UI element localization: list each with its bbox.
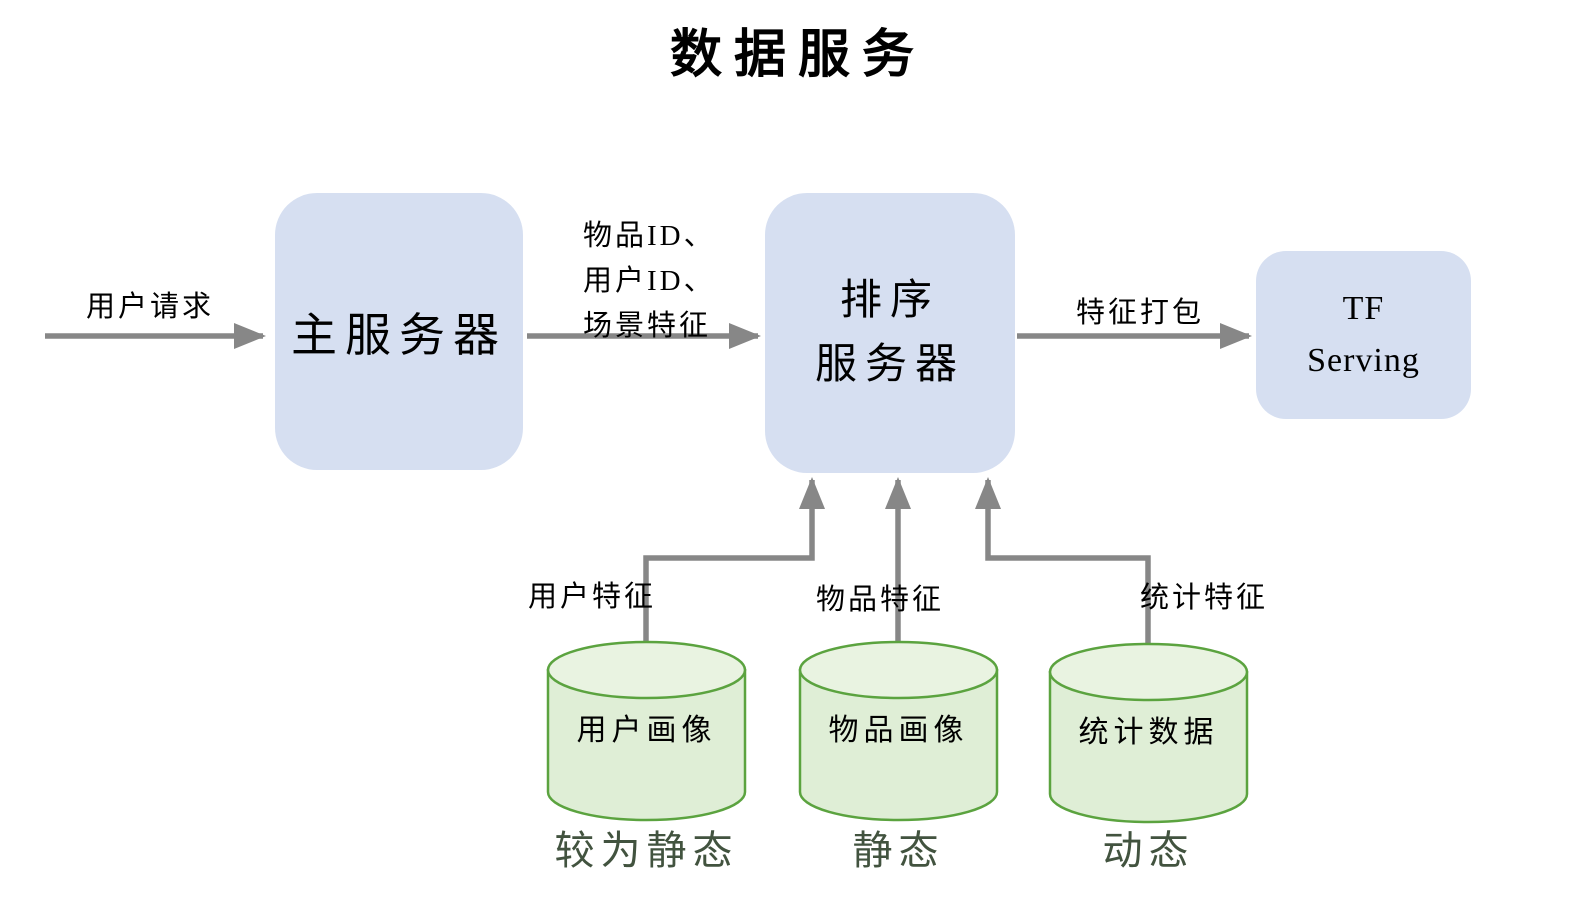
label-item-features: 物品特征 bbox=[816, 584, 945, 616]
label-user-request: 用户请求 bbox=[86, 291, 215, 323]
label-stat-features: 统计特征 bbox=[1140, 582, 1269, 614]
db-caption: 较为静态 bbox=[554, 828, 739, 873]
db-caption: 静态 bbox=[852, 828, 945, 873]
db-caption: 动态 bbox=[1102, 828, 1195, 873]
arrow-stats-to-rank bbox=[975, 477, 1151, 644]
node-tf-serving-label-line2: Serving bbox=[1307, 342, 1420, 379]
node-rank-server: 排序 服务器 bbox=[765, 193, 1015, 473]
label-request-features-line1: 物品ID、 bbox=[583, 220, 716, 252]
label-feature-pack: 特征打包 bbox=[1076, 297, 1205, 329]
db-stats: 统计数据 bbox=[1048, 641, 1249, 825]
node-rank-server-label-line1: 排序 bbox=[839, 278, 940, 324]
node-tf-serving-label-line1: TF bbox=[1342, 290, 1385, 327]
db-item-profile-label: 物品画像 bbox=[828, 714, 969, 747]
database-cylinder-icon bbox=[798, 640, 999, 822]
db-item-profile: 物品画像 bbox=[798, 639, 999, 823]
label-request-features: 物品ID、 用户ID、 场景特征 bbox=[583, 214, 716, 349]
node-tf-serving: TF Serving bbox=[1256, 251, 1471, 419]
db-user-profile: 用户画像 bbox=[546, 639, 747, 823]
diagram-title: 数据服务 bbox=[669, 27, 926, 84]
database-cylinder-icon bbox=[1048, 642, 1249, 824]
node-main-server-label: 主服务器 bbox=[291, 309, 507, 361]
database-cylinder-icon bbox=[546, 640, 747, 822]
node-rank-server-label-line2: 服务器 bbox=[814, 342, 965, 388]
label-user-features: 用户特征 bbox=[528, 581, 657, 613]
label-request-features-line3: 场景特征 bbox=[583, 310, 712, 342]
arrow-user-profile-to-rank bbox=[643, 477, 825, 642]
db-stats-label: 统计数据 bbox=[1078, 716, 1219, 749]
node-main-server: 主服务器 bbox=[275, 193, 523, 470]
db-user-profile-label: 用户画像 bbox=[576, 714, 717, 747]
label-request-features-line2: 用户ID、 bbox=[583, 265, 716, 297]
